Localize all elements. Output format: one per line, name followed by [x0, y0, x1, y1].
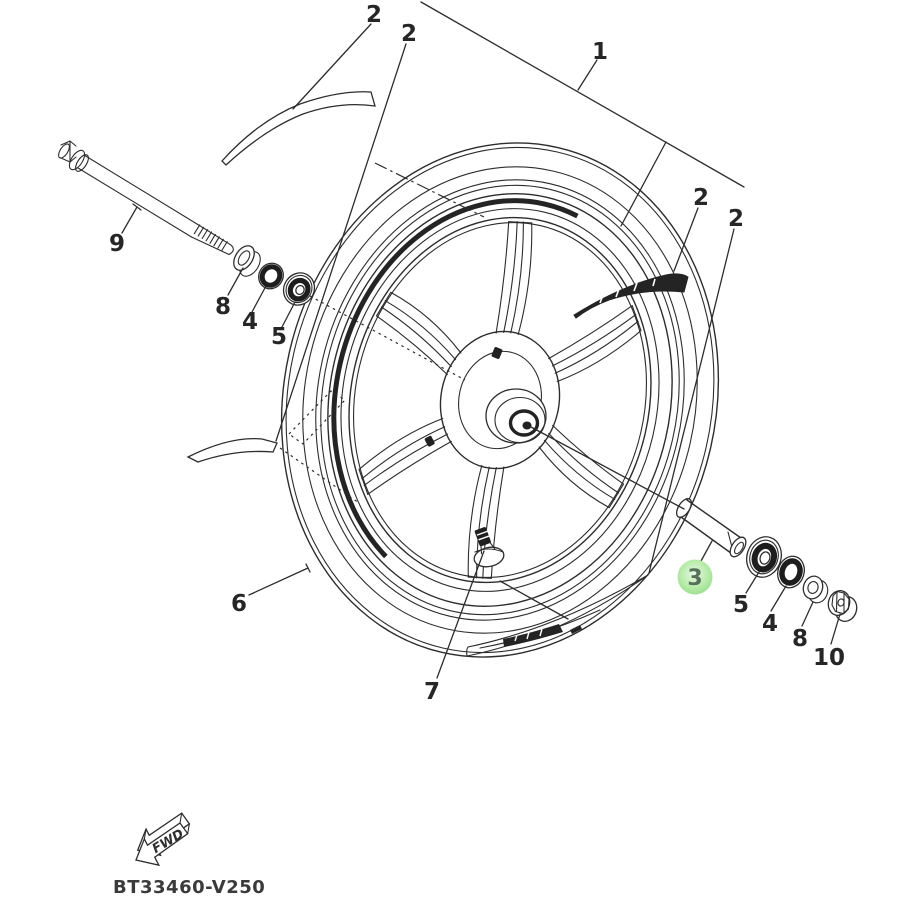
bearing-right: [745, 536, 783, 578]
oil-seal-left: [258, 262, 284, 290]
callout-5-left[interactable]: 5: [271, 324, 287, 350]
fwd-arrow: FWD: [135, 812, 191, 867]
callout-10[interactable]: 10: [813, 645, 845, 671]
callout-3-highlighted[interactable]: 3: [687, 566, 702, 591]
callout-7[interactable]: 7: [424, 679, 440, 705]
rim-outer-edge: [327, 193, 673, 607]
stripe-loose-top-left: [221, 91, 376, 166]
stripe-pointer-line: [499, 580, 569, 620]
hub-bore: [485, 388, 547, 444]
selected-part-highlight[interactable]: [677, 559, 713, 595]
axle-bolt-threads: [193, 224, 228, 252]
rim-well-band: [331, 198, 669, 602]
washer-left: [233, 245, 261, 277]
stripe-hidden-outline: [288, 390, 346, 445]
washer-right: [802, 575, 829, 604]
oil-seal-right: [777, 555, 805, 589]
rim-stripe-bottom: [466, 574, 649, 657]
callout-4-left[interactable]: 4: [242, 309, 258, 335]
callout-8-left[interactable]: 8: [215, 294, 231, 320]
callout-9[interactable]: 9: [109, 231, 125, 257]
valve-stem: [473, 527, 505, 568]
part-code: BT33460-V250: [113, 877, 265, 898]
stripe-loose-mid-left: [186, 437, 278, 463]
callout-6[interactable]: 6: [231, 591, 247, 617]
bearing-left: [282, 272, 316, 306]
collar-spacer: [676, 498, 747, 558]
axle-nut: [827, 590, 858, 622]
callout-8-right[interactable]: 8: [792, 626, 808, 652]
hub-accent: [424, 435, 435, 447]
callout-1[interactable]: 1: [592, 39, 608, 65]
rim-stripe-top-right: [573, 273, 689, 319]
stripe-hidden-line: [279, 447, 360, 504]
leader-lines: [121, 1, 841, 679]
callout-5-right[interactable]: 5: [733, 592, 749, 618]
axle-bolt: [58, 140, 234, 256]
callout-4-right[interactable]: 4: [762, 611, 778, 637]
wheel-spokes: [358, 221, 642, 579]
callout-2-right-b[interactable]: 2: [728, 206, 744, 232]
wheel-tire: [280, 142, 720, 658]
hub-accent: [491, 347, 503, 359]
hub-outer: [439, 330, 561, 470]
callout-2-right-a[interactable]: 2: [693, 185, 709, 211]
callout-2-top-a[interactable]: 2: [366, 2, 382, 28]
callout-2-top-b[interactable]: 2: [401, 21, 417, 47]
